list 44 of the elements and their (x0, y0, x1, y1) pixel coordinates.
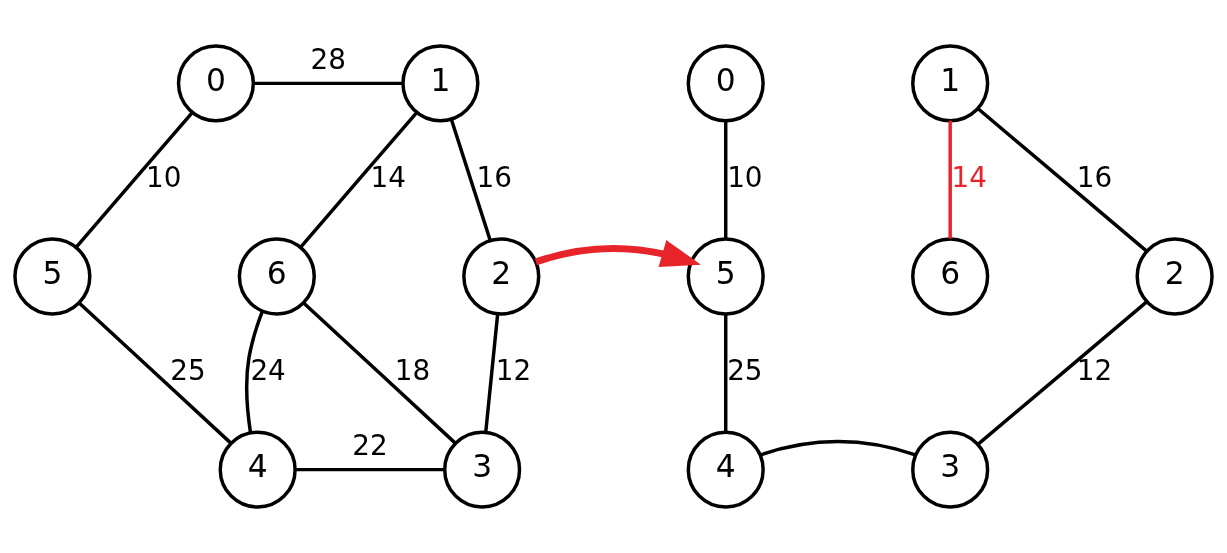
connector (74, 111, 194, 249)
node-circle: 6 (237, 237, 316, 316)
connector (948, 120, 952, 239)
node-circle: 1 (911, 44, 990, 123)
node-circle: 5 (13, 237, 92, 316)
connector (977, 107, 1148, 253)
edge-label: 24 (250, 353, 286, 387)
connector (724, 120, 728, 239)
edge-label: 14 (370, 160, 406, 194)
arrow (534, 240, 701, 268)
edge-label: 10 (146, 160, 182, 194)
connector (295, 467, 445, 472)
edge-label: 18 (394, 353, 431, 387)
edge-label: 16 (476, 160, 513, 194)
node-circle: 3 (443, 430, 522, 509)
node-circle: 2 (462, 237, 541, 316)
connector (302, 301, 457, 445)
edge-label: 10 (727, 160, 763, 194)
connector (245, 310, 264, 434)
connector (449, 118, 492, 242)
node-circle: 4 (686, 430, 765, 509)
connector (724, 313, 728, 432)
node-circle: 3 (911, 430, 990, 509)
connector (977, 300, 1148, 446)
edge-label: 25 (727, 353, 763, 387)
edge-label: 22 (352, 429, 388, 463)
connector (253, 81, 403, 86)
node-circle: 5 (686, 237, 765, 316)
connector (484, 313, 500, 433)
connector (78, 301, 232, 445)
edge-label: 16 (1076, 160, 1113, 194)
connector (299, 111, 418, 249)
node-circle: 6 (911, 237, 990, 316)
edge-label: 25 (170, 353, 206, 387)
edge-label: 14 (951, 160, 988, 194)
node-circle: 1 (401, 44, 480, 123)
edge-label: 28 (310, 43, 346, 77)
edge-label: 12 (1076, 353, 1113, 387)
node-circle: 2 (1135, 237, 1214, 316)
node-circle: 0 (176, 44, 256, 123)
node-circle: 4 (218, 430, 297, 509)
node-circle: 0 (686, 44, 765, 123)
connector (759, 439, 916, 457)
edge-label: 12 (495, 353, 532, 387)
